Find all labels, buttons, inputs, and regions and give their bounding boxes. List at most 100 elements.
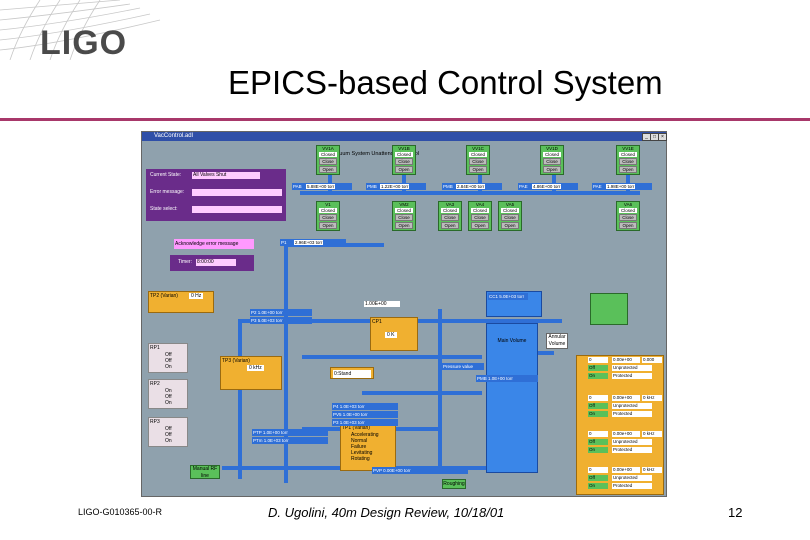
valve-v1: V1 Closed Close Open (316, 201, 340, 231)
valve-va3: VA3 Closed Close Open (438, 201, 462, 231)
pump-title: TP1 (Varian) (342, 425, 370, 431)
system-name: 40m Vacuum System Unattended Control (318, 151, 420, 157)
rga-value: 0:Stand (333, 370, 371, 378)
pump-tp3: TP3 (Varian) 0 kHz (220, 356, 282, 390)
table-cell: Protected (612, 373, 652, 379)
valve-name: VA6 (623, 202, 633, 207)
table-cell[interactable]: On (588, 411, 608, 417)
pipe (438, 309, 442, 469)
readout-ptm: PTm 1.0E+03 torr (252, 437, 328, 444)
valve-open-button[interactable]: Open (619, 222, 637, 229)
gauge-name: PMB (443, 184, 453, 189)
rp3-name: RP3 (150, 419, 160, 425)
valve-close-button[interactable]: Close (501, 214, 519, 221)
table-cell[interactable]: On (588, 373, 608, 379)
title-divider (0, 118, 810, 121)
rp1-panel: RP1 Off Off On (148, 343, 188, 373)
valve-close-button[interactable]: Close (619, 214, 637, 221)
valve-close-button[interactable]: Close (395, 214, 413, 221)
table-cell: Protected (612, 447, 652, 453)
overview-map[interactable] (590, 293, 628, 325)
rp3-item[interactable]: On (165, 438, 172, 444)
table-cell: Unprotected (612, 439, 652, 445)
table-cell: 0 kHz (642, 467, 662, 473)
gauge-value: 2.84E+00 torr (456, 184, 486, 189)
table-cell[interactable]: On (588, 483, 608, 489)
table-cell: 0 (588, 467, 608, 473)
table-cell: Unprotected (612, 365, 652, 371)
rp3-item[interactable]: Off (165, 432, 172, 438)
rp3-item[interactable]: Off (165, 426, 172, 432)
valve-open-button[interactable]: Open (471, 222, 489, 229)
page-number: 12 (728, 505, 743, 520)
valve-name: V1 (325, 202, 331, 207)
rp2-item[interactable]: On (165, 388, 172, 394)
timer-label: Timer: (178, 259, 192, 265)
pump-title: TP2 (Varian) (150, 293, 178, 299)
rp2-item[interactable]: On (165, 400, 172, 406)
timer-value: 8:00:00 (196, 259, 236, 266)
table-cell: 0.00e+00 (612, 395, 640, 401)
gauge-name: PAE (593, 184, 602, 189)
readout-cc1: CC1 5.0E+03 torr (488, 293, 528, 300)
readout-pv5: PV5 1.0E+00 torr (332, 411, 398, 418)
pipe (362, 391, 482, 395)
table-cell[interactable]: Off (588, 439, 608, 445)
valve-close-button[interactable]: Close (319, 158, 337, 165)
rp1-item[interactable]: Off (165, 358, 172, 364)
valve-state: Closed (469, 152, 487, 157)
valve-state: Closed (441, 208, 459, 213)
pump-value: 0 K (385, 332, 397, 338)
rp1-item[interactable]: On (165, 364, 172, 370)
close-icon[interactable]: × (658, 133, 667, 141)
table-cell[interactable]: Off (588, 365, 608, 371)
valve-close-button[interactable]: Close (543, 158, 561, 165)
state-select-field[interactable] (192, 206, 282, 213)
valve-open-button[interactable]: Open (395, 166, 413, 173)
window-title: VacControl.adl (154, 133, 193, 139)
valve-open-button[interactable]: Open (441, 222, 459, 229)
table-cell[interactable]: Off (588, 403, 608, 409)
rp2-item[interactable]: Off (165, 394, 172, 400)
valve-name: VV1C (472, 146, 484, 151)
valve-va6: VA6 Closed Close Open (616, 201, 640, 231)
document-id: LIGO-G010365-00-R (78, 507, 163, 517)
valve-open-button[interactable]: Open (469, 166, 487, 173)
valve-close-button[interactable]: Close (319, 214, 337, 221)
window-titlebar[interactable]: VacControl.adl _ □ × (142, 132, 667, 141)
state-select-label: State select: (150, 206, 178, 212)
table-cell[interactable]: Off (588, 475, 608, 481)
valve-name: VA3 (445, 202, 455, 207)
valve-close-button[interactable]: Close (619, 158, 637, 165)
valve-state: Closed (395, 152, 413, 157)
acknowledge-button[interactable]: Acknowledge error message (174, 239, 254, 249)
gauge-name: P1 (281, 240, 287, 245)
valve-close-button[interactable]: Close (471, 214, 489, 221)
pipe (302, 355, 482, 359)
valve-open-button[interactable]: Open (319, 166, 337, 173)
readout-p4: P4 1.0E+03 torr (332, 403, 398, 410)
rp2-name: RP2 (150, 381, 160, 387)
valve-close-button[interactable]: Close (469, 158, 487, 165)
control-canvas: 40m Vacuum System Unattended Control Cur… (142, 141, 666, 496)
tp1-row: Levitating (351, 450, 373, 456)
valve-vv1a: VV1A Closed Close Open (316, 145, 340, 175)
valve-vv1c: VV1C Closed Close Open (466, 145, 490, 175)
table-cell[interactable]: On (588, 447, 608, 453)
valve-open-button[interactable]: Open (501, 222, 519, 229)
tp1-row: Rotating (351, 456, 370, 462)
valve-open-button[interactable]: Open (619, 166, 637, 173)
valve-close-button[interactable]: Close (395, 158, 413, 165)
error-message-label: Error message: (150, 189, 185, 195)
manual-rf-line[interactable]: Manual RF line (190, 465, 220, 479)
valve-open-button[interactable]: Open (543, 166, 561, 173)
pump-tp1: TP1 (Varian) Accelerating Normal Failure… (340, 423, 396, 471)
tp1-row: Failure (351, 444, 367, 450)
valve-open-button[interactable]: Open (395, 222, 413, 229)
pipe-left-vertical (284, 243, 288, 483)
rp1-item[interactable]: Off (165, 352, 172, 358)
valve-open-button[interactable]: Open (319, 222, 337, 229)
valve-close-button[interactable]: Close (441, 214, 459, 221)
slide-title: EPICS-based Control System (228, 64, 663, 101)
